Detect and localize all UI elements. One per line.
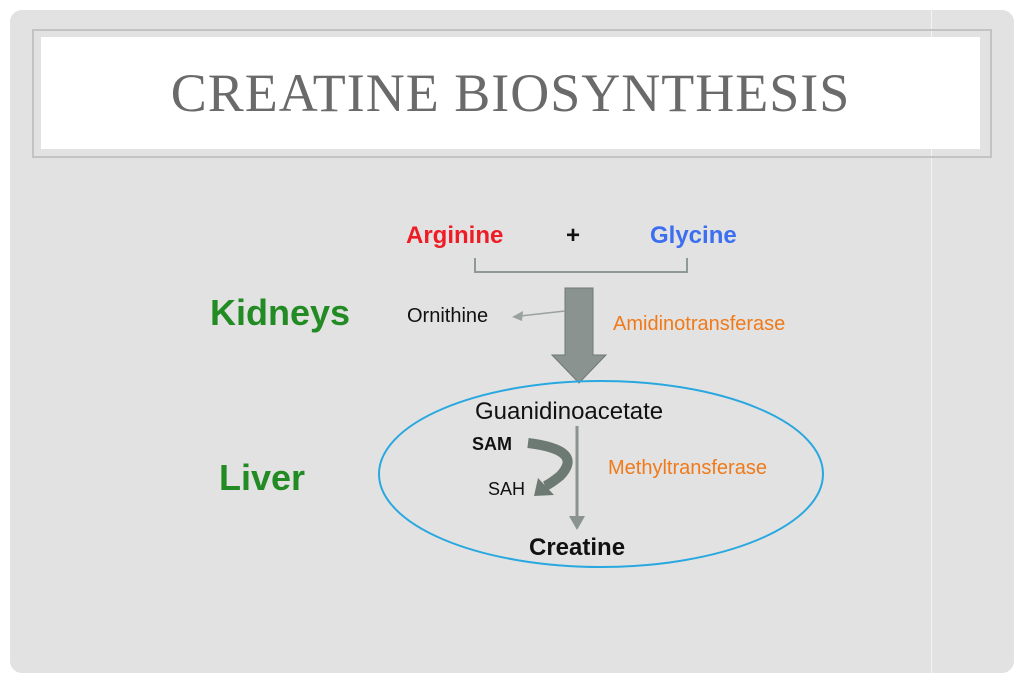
amidinotransferase-arrow: [550, 287, 608, 384]
methyltransferase-label: Methyltransferase: [608, 457, 767, 479]
slide-divider: [931, 10, 932, 673]
sam-sah-arrowhead: [534, 478, 554, 496]
title-box: [41, 37, 980, 149]
liver-label: Liver: [219, 457, 306, 498]
glycine-label: Glycine: [650, 222, 737, 249]
sam-label: SAM: [472, 434, 512, 454]
plus-sign: +: [566, 222, 581, 249]
ornithine-label: Ornithine: [407, 305, 489, 327]
arginine-label: Arginine: [406, 222, 504, 249]
ornithine-arrow-line: [519, 310, 566, 317]
sah-label: SAH: [488, 479, 526, 499]
guanidinoacetate-label: Guanidinoacetate: [475, 398, 664, 425]
title-frame: [32, 29, 992, 158]
reactant-bracket: [474, 258, 688, 273]
liver-ellipse: [378, 380, 824, 568]
methyltransferase-arrowhead: [569, 516, 585, 530]
sam-sah-curved-arrow: [527, 438, 573, 491]
amidinotransferase-label: Amidinotransferase: [613, 313, 786, 335]
kidneys-label: Kidneys: [210, 292, 351, 333]
ornithine-arrowhead: [512, 311, 523, 321]
creatine-label: Creatine: [529, 534, 626, 561]
slide-title: CREATINE BIOSYNTHESIS: [170, 63, 851, 123]
